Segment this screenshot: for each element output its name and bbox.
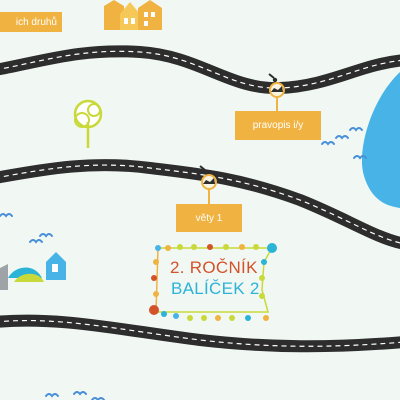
word-types-label[interactable]: ich druhů xyxy=(0,12,62,32)
village-icon xyxy=(0,252,66,290)
package-frame xyxy=(149,243,277,321)
tree-icon xyxy=(73,99,103,148)
pin-icon[interactable] xyxy=(199,165,217,204)
road-3 xyxy=(0,314,400,353)
pin-icon[interactable] xyxy=(268,73,285,111)
spelling-label[interactable]: pravopis i/y xyxy=(235,111,321,140)
sentences-label[interactable]: věty 1 xyxy=(176,204,242,232)
houses-icon xyxy=(104,0,162,30)
road-1 xyxy=(0,45,400,95)
package-grade: 2. ROČNÍK xyxy=(170,258,258,277)
package-title[interactable]: 2. ROČNÍK BALÍČEK 2 xyxy=(170,258,270,300)
package-name: BALÍČEK 2 xyxy=(171,279,260,298)
birds-icon xyxy=(0,127,367,400)
lake-icon xyxy=(361,72,400,208)
